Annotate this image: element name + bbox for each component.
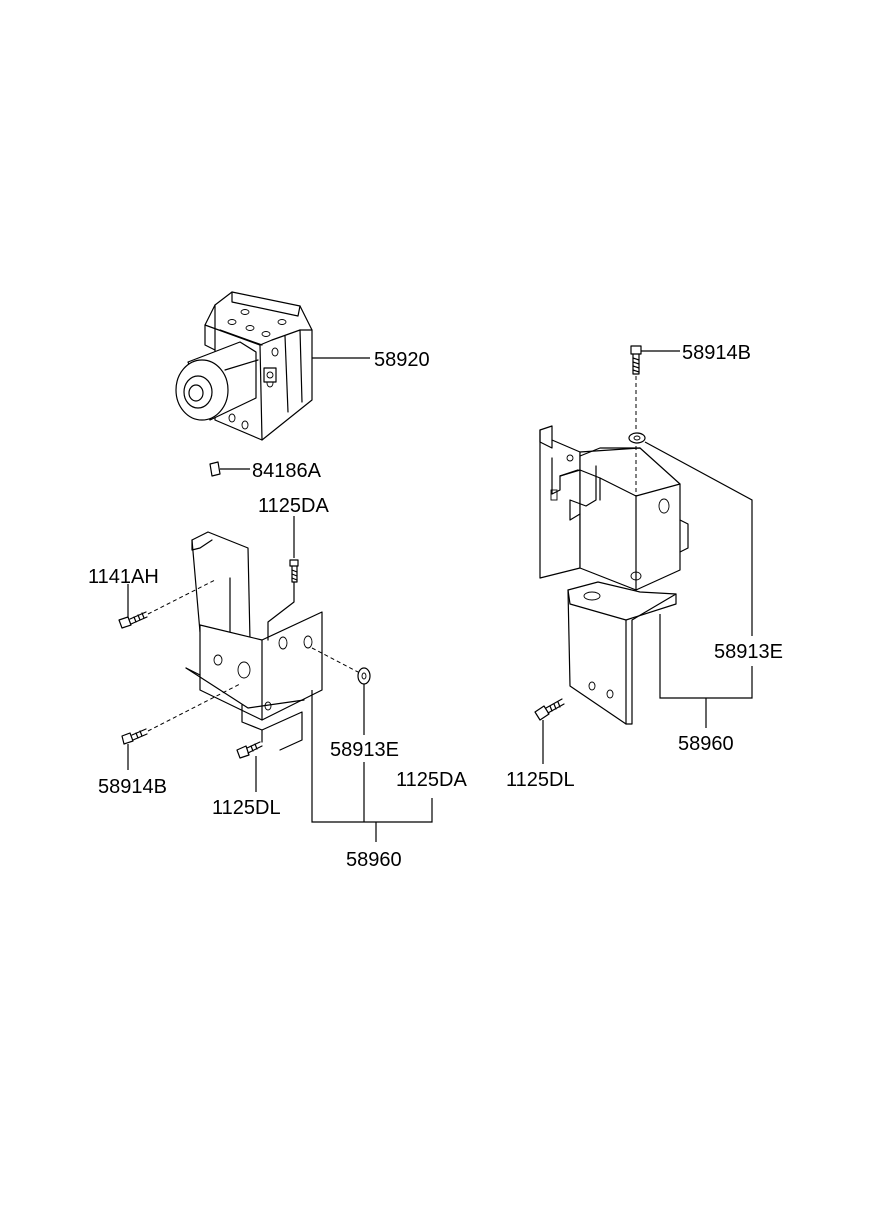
right-lower-bolt-label: 1125DL: [506, 769, 575, 791]
right-washer-label: 58913E: [714, 641, 783, 663]
left-small-bolt-label: 1125DL: [212, 797, 281, 819]
left-top-bolt: [267, 559, 299, 641]
right-top-bolt: [630, 345, 642, 572]
left-washer: [311, 647, 371, 685]
right-washer-leader: [644, 441, 753, 636]
left-top-bolt-label: 1125DA: [258, 495, 329, 517]
left-lower-bolt-label: 58914B: [98, 776, 167, 798]
right-bracket-drawing: [539, 425, 689, 725]
left-washer-label: 58913E: [330, 739, 399, 761]
left-side-bolt-label: 1141AH: [88, 566, 159, 588]
left-lower-bolt: [121, 683, 241, 745]
right-bracket-label: 58960: [678, 733, 734, 755]
left-bracket-group-line: [311, 690, 433, 823]
left-small-bolt: [236, 741, 263, 759]
clip-part: [209, 461, 221, 477]
right-washer: [628, 432, 646, 444]
left-bracket-drawing: [185, 531, 323, 751]
abs-module-drawing: [175, 291, 313, 441]
right-top-bolt-label: 58914B: [682, 342, 751, 364]
clip-label: 84186A: [252, 460, 322, 482]
right-lower-bolt: [534, 698, 565, 721]
abs-module-label: 58920: [374, 349, 430, 371]
left-side-bolt: [118, 579, 216, 629]
left-bracket-label: 58960: [346, 849, 402, 871]
left-bolt-right-label: 1125DA: [396, 769, 467, 791]
